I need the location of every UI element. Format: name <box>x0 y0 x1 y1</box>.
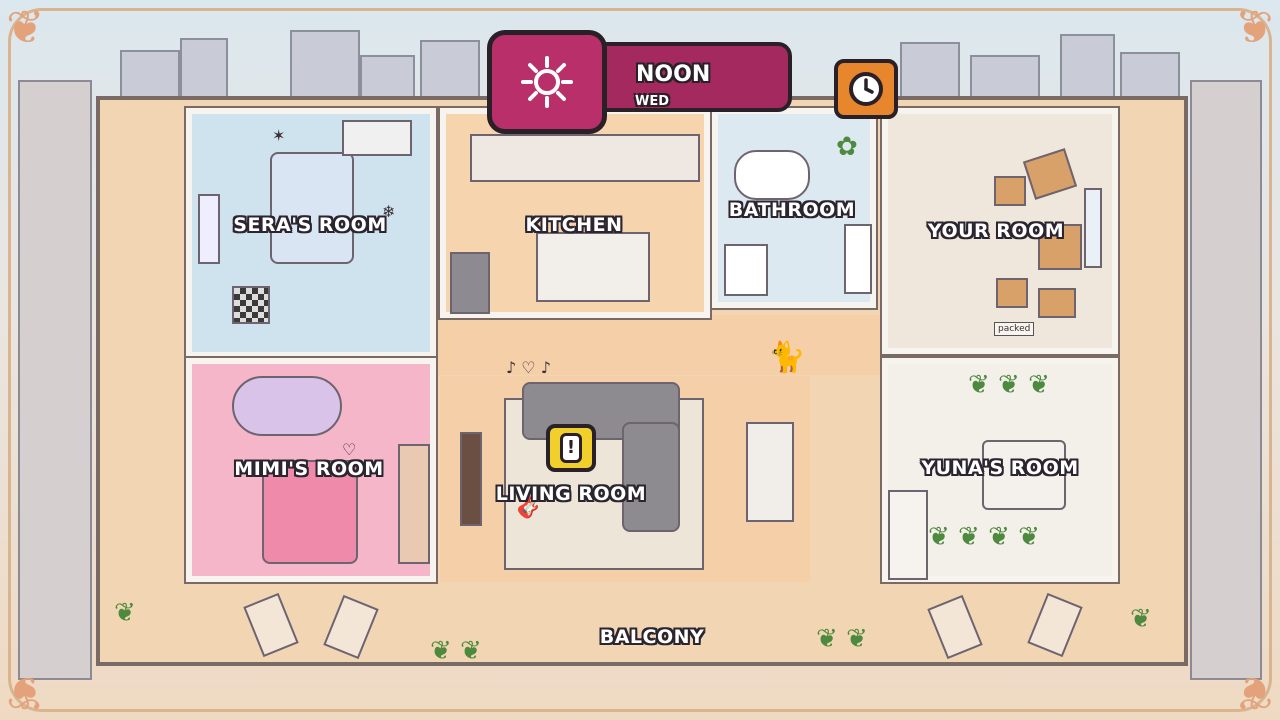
room-yuna[interactable]: ❦ ❦ ❦ ❦ ❦ ❦ ❦ <box>880 356 1120 584</box>
desk <box>888 490 928 580</box>
moving-box <box>994 176 1026 206</box>
lounge-chair <box>1027 592 1083 658</box>
heart-icon: ♡ <box>342 440 357 459</box>
time-panel-background <box>577 42 792 112</box>
lounge-chair <box>243 592 299 658</box>
room-bathroom[interactable]: ✿ <box>710 106 878 310</box>
label-mimi-room[interactable]: MIMI'S ROOM <box>234 458 384 480</box>
apartment-floorplan: ❄ ✶ ✿ packed <box>96 96 1188 666</box>
sun-icon <box>521 56 573 108</box>
clock-icon <box>849 72 883 106</box>
exclamation-icon: ! <box>560 433 582 463</box>
sink <box>844 224 872 294</box>
corner-ornament-icon: ❦ <box>6 666 45 720</box>
moving-box <box>1038 288 1076 318</box>
wait-time-button[interactable] <box>834 59 898 119</box>
label-balcony[interactable]: BALCONY <box>599 626 705 648</box>
plant-icon: ❦ ❦ ❦ ❦ <box>928 522 1040 552</box>
plant-icon: ✿ <box>836 132 858 162</box>
tv-stand <box>460 432 482 526</box>
bookshelf <box>342 120 412 156</box>
corner-ornament-icon: ❦ <box>1235 0 1274 54</box>
time-of-day-indicator <box>487 30 607 134</box>
label-sera-room[interactable]: SERA'S ROOM <box>233 214 387 236</box>
bed <box>262 460 358 564</box>
sparkle-icon: ✶ <box>272 126 286 145</box>
sparkle-icon: ❄ <box>382 202 396 221</box>
fridge <box>450 252 490 314</box>
window-blinds <box>198 194 220 264</box>
label-your-room[interactable]: YOUR ROOM <box>927 220 1065 242</box>
cat-character[interactable]: 🐈 <box>768 340 806 375</box>
label-bathroom[interactable]: BATHROOM <box>728 199 856 221</box>
bar-counter <box>746 422 794 522</box>
room-yours[interactable]: packed <box>880 106 1120 356</box>
dresser <box>398 444 430 564</box>
plant-icon: ❦ <box>1130 604 1152 634</box>
shower <box>724 244 768 296</box>
moving-box <box>996 278 1028 308</box>
day-label: WED <box>635 94 670 109</box>
time-panel: NOON WED <box>487 30 794 134</box>
plushie-pile <box>232 376 342 436</box>
plant-icon: ❦ ❦ <box>430 636 482 666</box>
room-living[interactable]: ♪ ♡ ♪ 🎸 <box>440 360 810 582</box>
kitchen-island <box>536 232 650 302</box>
corner-ornament-icon: ❦ <box>1235 666 1274 720</box>
sofa <box>622 422 680 532</box>
bathtub <box>734 150 810 200</box>
plant-icon: ❦ ❦ <box>816 624 868 654</box>
room-sera[interactable]: ❄ ✶ <box>184 106 438 360</box>
bed <box>270 152 354 264</box>
music-note-icon: ♪ ♡ ♪ <box>506 358 551 377</box>
hallway <box>380 315 940 375</box>
packed-sign: packed <box>994 322 1035 336</box>
label-living-room[interactable]: LIVING ROOM <box>495 483 647 505</box>
chess-table <box>232 286 270 324</box>
bed <box>982 440 1066 510</box>
lounge-chair <box>323 594 379 660</box>
room-mimi[interactable]: ♡ <box>184 356 438 584</box>
label-kitchen[interactable]: KITCHEN <box>525 214 623 236</box>
lounge-chair <box>927 594 983 660</box>
moving-box <box>1038 224 1082 270</box>
time-of-day-label: NOON <box>636 62 711 87</box>
moving-box <box>1022 148 1078 200</box>
corner-ornament-icon: ❦ <box>6 0 45 54</box>
event-alert-button[interactable]: ! <box>546 424 596 472</box>
label-yuna-room[interactable]: YUNA'S ROOM <box>921 457 1079 479</box>
plant-icon: ❦ <box>114 598 136 628</box>
room-kitchen[interactable] <box>438 106 712 320</box>
plant-icon: ❦ ❦ ❦ <box>968 370 1050 400</box>
kitchen-counter <box>470 134 700 182</box>
window <box>1084 188 1102 268</box>
guitar-icon: 🎸 <box>516 490 549 520</box>
